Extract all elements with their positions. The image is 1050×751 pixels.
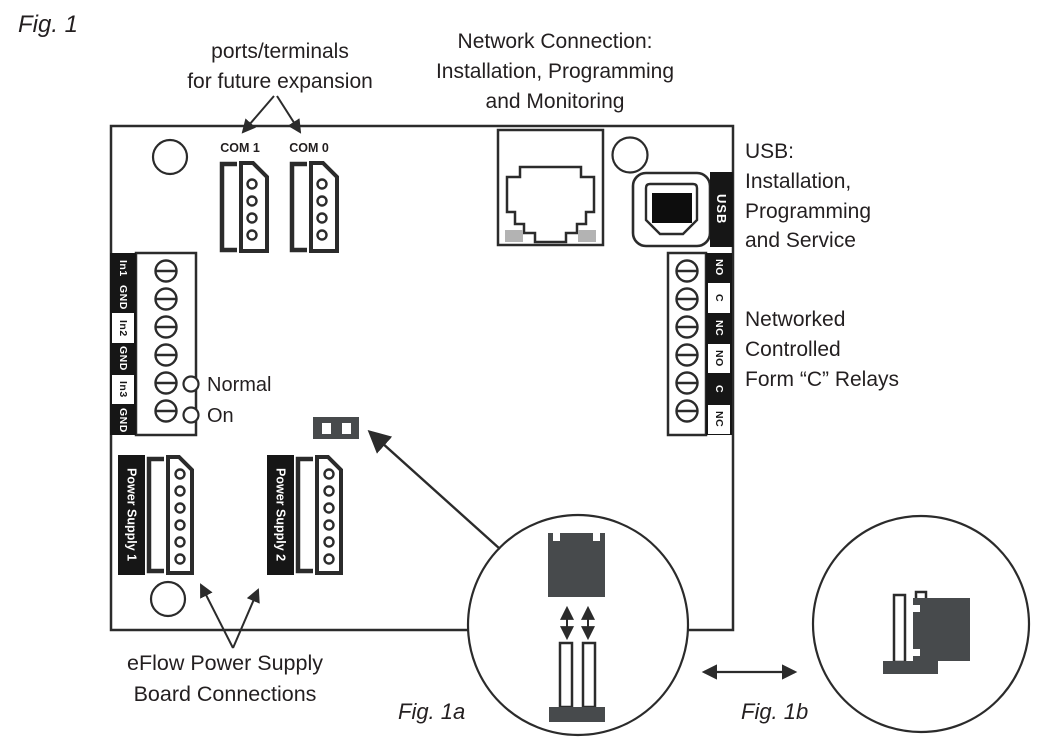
normal-led-icon	[182, 375, 200, 393]
usb-port-strip-label: USB	[710, 172, 733, 247]
figure-title: Fig. 1	[18, 11, 79, 38]
parked-jumper-cap-icon	[913, 598, 970, 661]
com1-port-label: COM 1	[220, 141, 260, 155]
eflow-callout: eFlow Power Supply Board Connections	[127, 651, 323, 706]
mounting-hole-icon	[149, 580, 187, 618]
power-supply-1-label: Power Supply 1	[118, 455, 145, 575]
usb-connector-icon	[631, 171, 712, 248]
pin-header-base	[549, 707, 605, 722]
relay-terminal-block-icon	[666, 251, 708, 437]
relay-terminal-labels: NO C NC NO C NC	[706, 253, 732, 435]
rj45-led-window	[578, 230, 596, 242]
ports-terminals-arrows	[241, 95, 302, 134]
rj45-jack-icon	[496, 128, 605, 247]
terminal-label: NO	[708, 343, 730, 374]
relays-callout: Networked Controlled Form “C” Relays	[745, 308, 900, 391]
mounting-hole-icon	[151, 138, 189, 176]
terminal-label: C	[708, 283, 730, 313]
input-terminal-labels: In1 GND In2 GND In3 GND	[110, 253, 136, 435]
terminal-label: NC	[713, 320, 725, 337]
rj45-led-window	[505, 230, 523, 242]
fig-1b-label: Fig. 1b	[741, 699, 809, 724]
terminal-label: In1	[117, 259, 129, 277]
fig-1b-detail-circle	[811, 514, 1031, 734]
on-led-icon	[182, 406, 200, 424]
terminal-label: In3	[112, 374, 134, 405]
terminal-label: GND	[117, 346, 129, 372]
mounting-holes	[149, 136, 649, 618]
power-supply-2-connector-icon	[295, 455, 343, 575]
status-leds	[182, 375, 200, 424]
terminal-label: NO	[713, 259, 725, 277]
up-down-arrows-icon	[560, 605, 595, 641]
eflow-arrows	[200, 583, 260, 649]
on-led-label: On	[207, 405, 234, 427]
power-supply-1-connector-icon	[146, 455, 194, 575]
com0-port-label: COM 0	[289, 141, 329, 155]
network-connection-callout: Network Connection: Installation, Progra…	[435, 30, 675, 113]
normal-led-label: Normal	[207, 374, 272, 396]
usb-callout: USB: Installation, Programming and Servi…	[745, 140, 872, 253]
pin-header-base	[883, 661, 938, 674]
input-terminal-block-icon	[134, 251, 198, 437]
ports-terminals-callout: ports/terminals for future expansion	[187, 40, 373, 93]
terminal-label: GND	[117, 285, 129, 310]
terminal-label: In2	[112, 313, 134, 344]
terminal-label: GND	[117, 407, 129, 433]
fig-1a-label: Fig. 1a	[398, 699, 466, 724]
fig-1a-detail-circle	[466, 513, 690, 737]
com1-connector-icon	[219, 161, 269, 253]
terminal-label: C	[713, 384, 725, 394]
jumper-cap-icon	[548, 533, 605, 597]
jumper-callout-arrow	[367, 429, 501, 550]
com0-connector-icon	[289, 161, 339, 253]
terminal-label: NC	[708, 404, 730, 434]
power-supply-2-label: Power Supply 2	[267, 455, 294, 575]
jumper-block-icon	[313, 417, 359, 439]
mounting-hole-icon	[611, 136, 649, 174]
